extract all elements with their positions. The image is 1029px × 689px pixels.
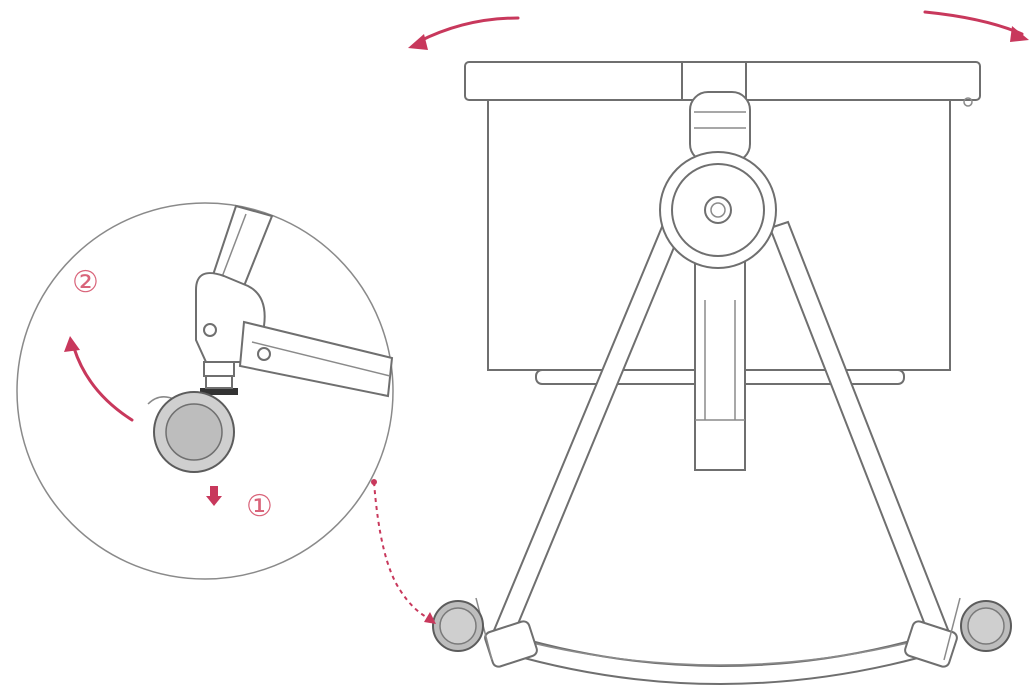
- right-wheel: [960, 600, 1012, 652]
- rotate-wheel-arrow: [64, 336, 134, 422]
- bottom-curved-bar: [494, 630, 948, 685]
- center-column: [681, 61, 751, 471]
- push-down-arrow: [206, 486, 222, 506]
- step-1-label: ①: [246, 489, 273, 524]
- detail-magnifier: ② ①: [16, 202, 394, 580]
- center-hub: [659, 151, 777, 269]
- left-wheel: [432, 600, 484, 652]
- right-corner-joint: [904, 597, 961, 668]
- frame-legs: [488, 220, 954, 685]
- rotate-arrow-left: [408, 16, 520, 50]
- left-corner-joint: [475, 597, 538, 668]
- detail-frame: [195, 204, 394, 398]
- step-2-label: ②: [72, 265, 99, 300]
- rotate-arrow-right: [923, 10, 1029, 42]
- detail-leader-line: [371, 479, 436, 624]
- detail-wheel: [153, 391, 235, 473]
